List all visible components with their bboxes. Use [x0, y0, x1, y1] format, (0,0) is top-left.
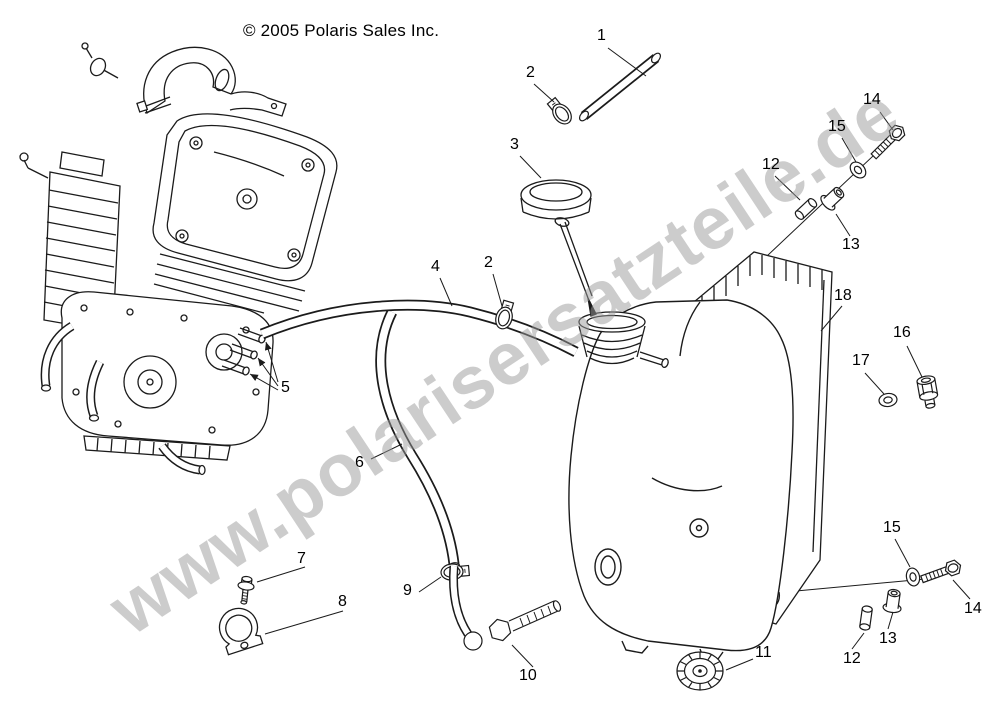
callout-13-bottom: 13	[879, 630, 897, 647]
callout-1: 1	[597, 27, 606, 44]
plug-11	[676, 651, 724, 691]
callout-14-bottom: 14	[964, 600, 982, 617]
vent-hose-1	[578, 52, 662, 122]
hardware-top-right	[793, 121, 909, 222]
callout-12-bottom: 12	[843, 650, 861, 667]
callout-8: 8	[338, 593, 347, 610]
callout-16: 16	[893, 324, 911, 341]
callout-12-top: 12	[762, 156, 780, 173]
leader-lines	[249, 47, 971, 671]
callout-15-top: 15	[828, 118, 846, 135]
oil-fittings-5	[221, 327, 266, 376]
callout-5: 5	[281, 379, 290, 396]
hose-4	[259, 299, 579, 357]
callout-13-top: 13	[842, 236, 860, 253]
callout-15-bottom: 15	[883, 519, 901, 536]
nut-13-bottom	[881, 587, 905, 615]
clamp-2-top	[544, 95, 576, 129]
callout-10: 10	[519, 667, 537, 684]
bolt-14-top	[868, 121, 909, 162]
callout-9: 9	[403, 582, 412, 599]
hose-6	[375, 309, 461, 570]
washer-17	[877, 391, 899, 409]
callout-2-top: 2	[526, 64, 535, 81]
callout-4: 4	[431, 258, 440, 275]
washer-15-bottom	[904, 566, 922, 588]
nut-13-top	[817, 182, 849, 214]
spacer-12-bottom	[858, 604, 874, 632]
callout-7: 7	[297, 550, 306, 567]
bolt-14-bottom	[919, 558, 964, 587]
fitting-16	[916, 375, 939, 409]
copyright-text: © 2005 Polaris Sales Inc.	[243, 21, 440, 40]
cable-clamp-8	[218, 607, 264, 656]
callout-3: 3	[510, 136, 519, 153]
callout-6: 6	[355, 454, 364, 471]
engine-illustration	[19, 42, 338, 476]
spacer-12-top	[793, 196, 819, 222]
callout-18: 18	[834, 287, 852, 304]
callout-14-top: 14	[863, 91, 881, 108]
filler-neck	[578, 311, 669, 369]
callout-11: 11	[755, 644, 772, 661]
oil-tank	[568, 299, 794, 660]
screw-7	[237, 575, 255, 605]
elbow-fitting-10	[449, 565, 562, 651]
dipstick-3	[520, 179, 597, 317]
hardware-bottom-right	[858, 558, 964, 632]
callout-2-mid: 2	[484, 254, 493, 271]
callout-17: 17	[852, 352, 870, 369]
